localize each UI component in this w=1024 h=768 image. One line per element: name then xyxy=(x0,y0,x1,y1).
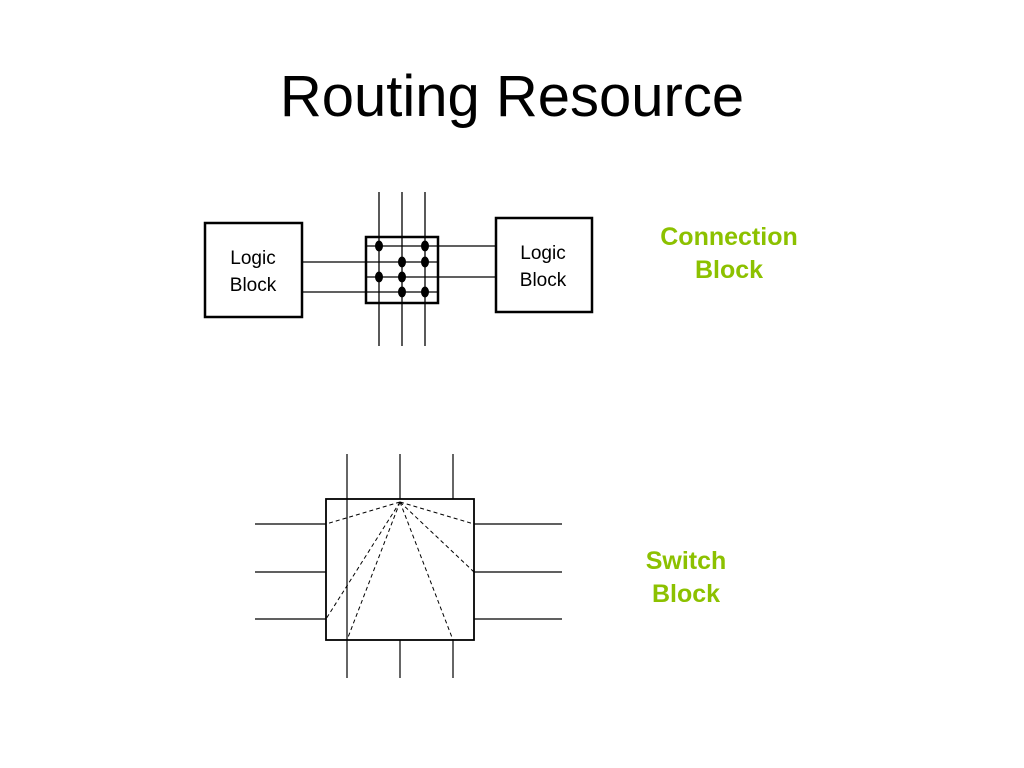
switch-box xyxy=(325,498,475,641)
connection-switch-box xyxy=(364,235,440,305)
right-logic-block xyxy=(494,216,594,314)
connection-dot xyxy=(375,240,383,252)
switch-connection xyxy=(399,501,454,641)
left-block-label-line2: Block xyxy=(230,275,277,296)
switch-block-diagram xyxy=(255,454,562,678)
connection-dot xyxy=(421,240,429,252)
switch-caption-line2: Block xyxy=(651,580,721,608)
connection-dot xyxy=(398,271,406,283)
switch-connection xyxy=(346,501,401,641)
connection-dot xyxy=(421,286,429,298)
connection-caption-line1: Connection xyxy=(660,223,798,251)
connection-dot xyxy=(375,271,383,283)
switch-connection xyxy=(325,501,401,525)
switch-connections xyxy=(325,501,475,641)
switch-connection xyxy=(325,501,401,620)
left-logic-block xyxy=(203,221,304,319)
connection-points xyxy=(375,240,429,298)
connection-block-caption: Connection Block xyxy=(636,221,822,287)
switch-connection xyxy=(399,501,475,573)
left-block-label-line1: Logic xyxy=(230,248,275,269)
right-block-label-line2: Block xyxy=(520,270,567,291)
switch-block-caption: Switch Block xyxy=(606,545,766,611)
right-block-label-line1: Logic xyxy=(520,243,565,264)
connection-block-diagram xyxy=(203,192,594,346)
connection-dot xyxy=(421,256,429,268)
switch-caption-line1: Switch xyxy=(645,547,727,575)
connection-dot xyxy=(398,256,406,268)
slide-title: Routing Resource xyxy=(279,64,745,129)
switch-connection xyxy=(399,501,475,525)
connection-caption-line2: Block xyxy=(694,256,764,284)
connection-dot xyxy=(398,286,406,298)
